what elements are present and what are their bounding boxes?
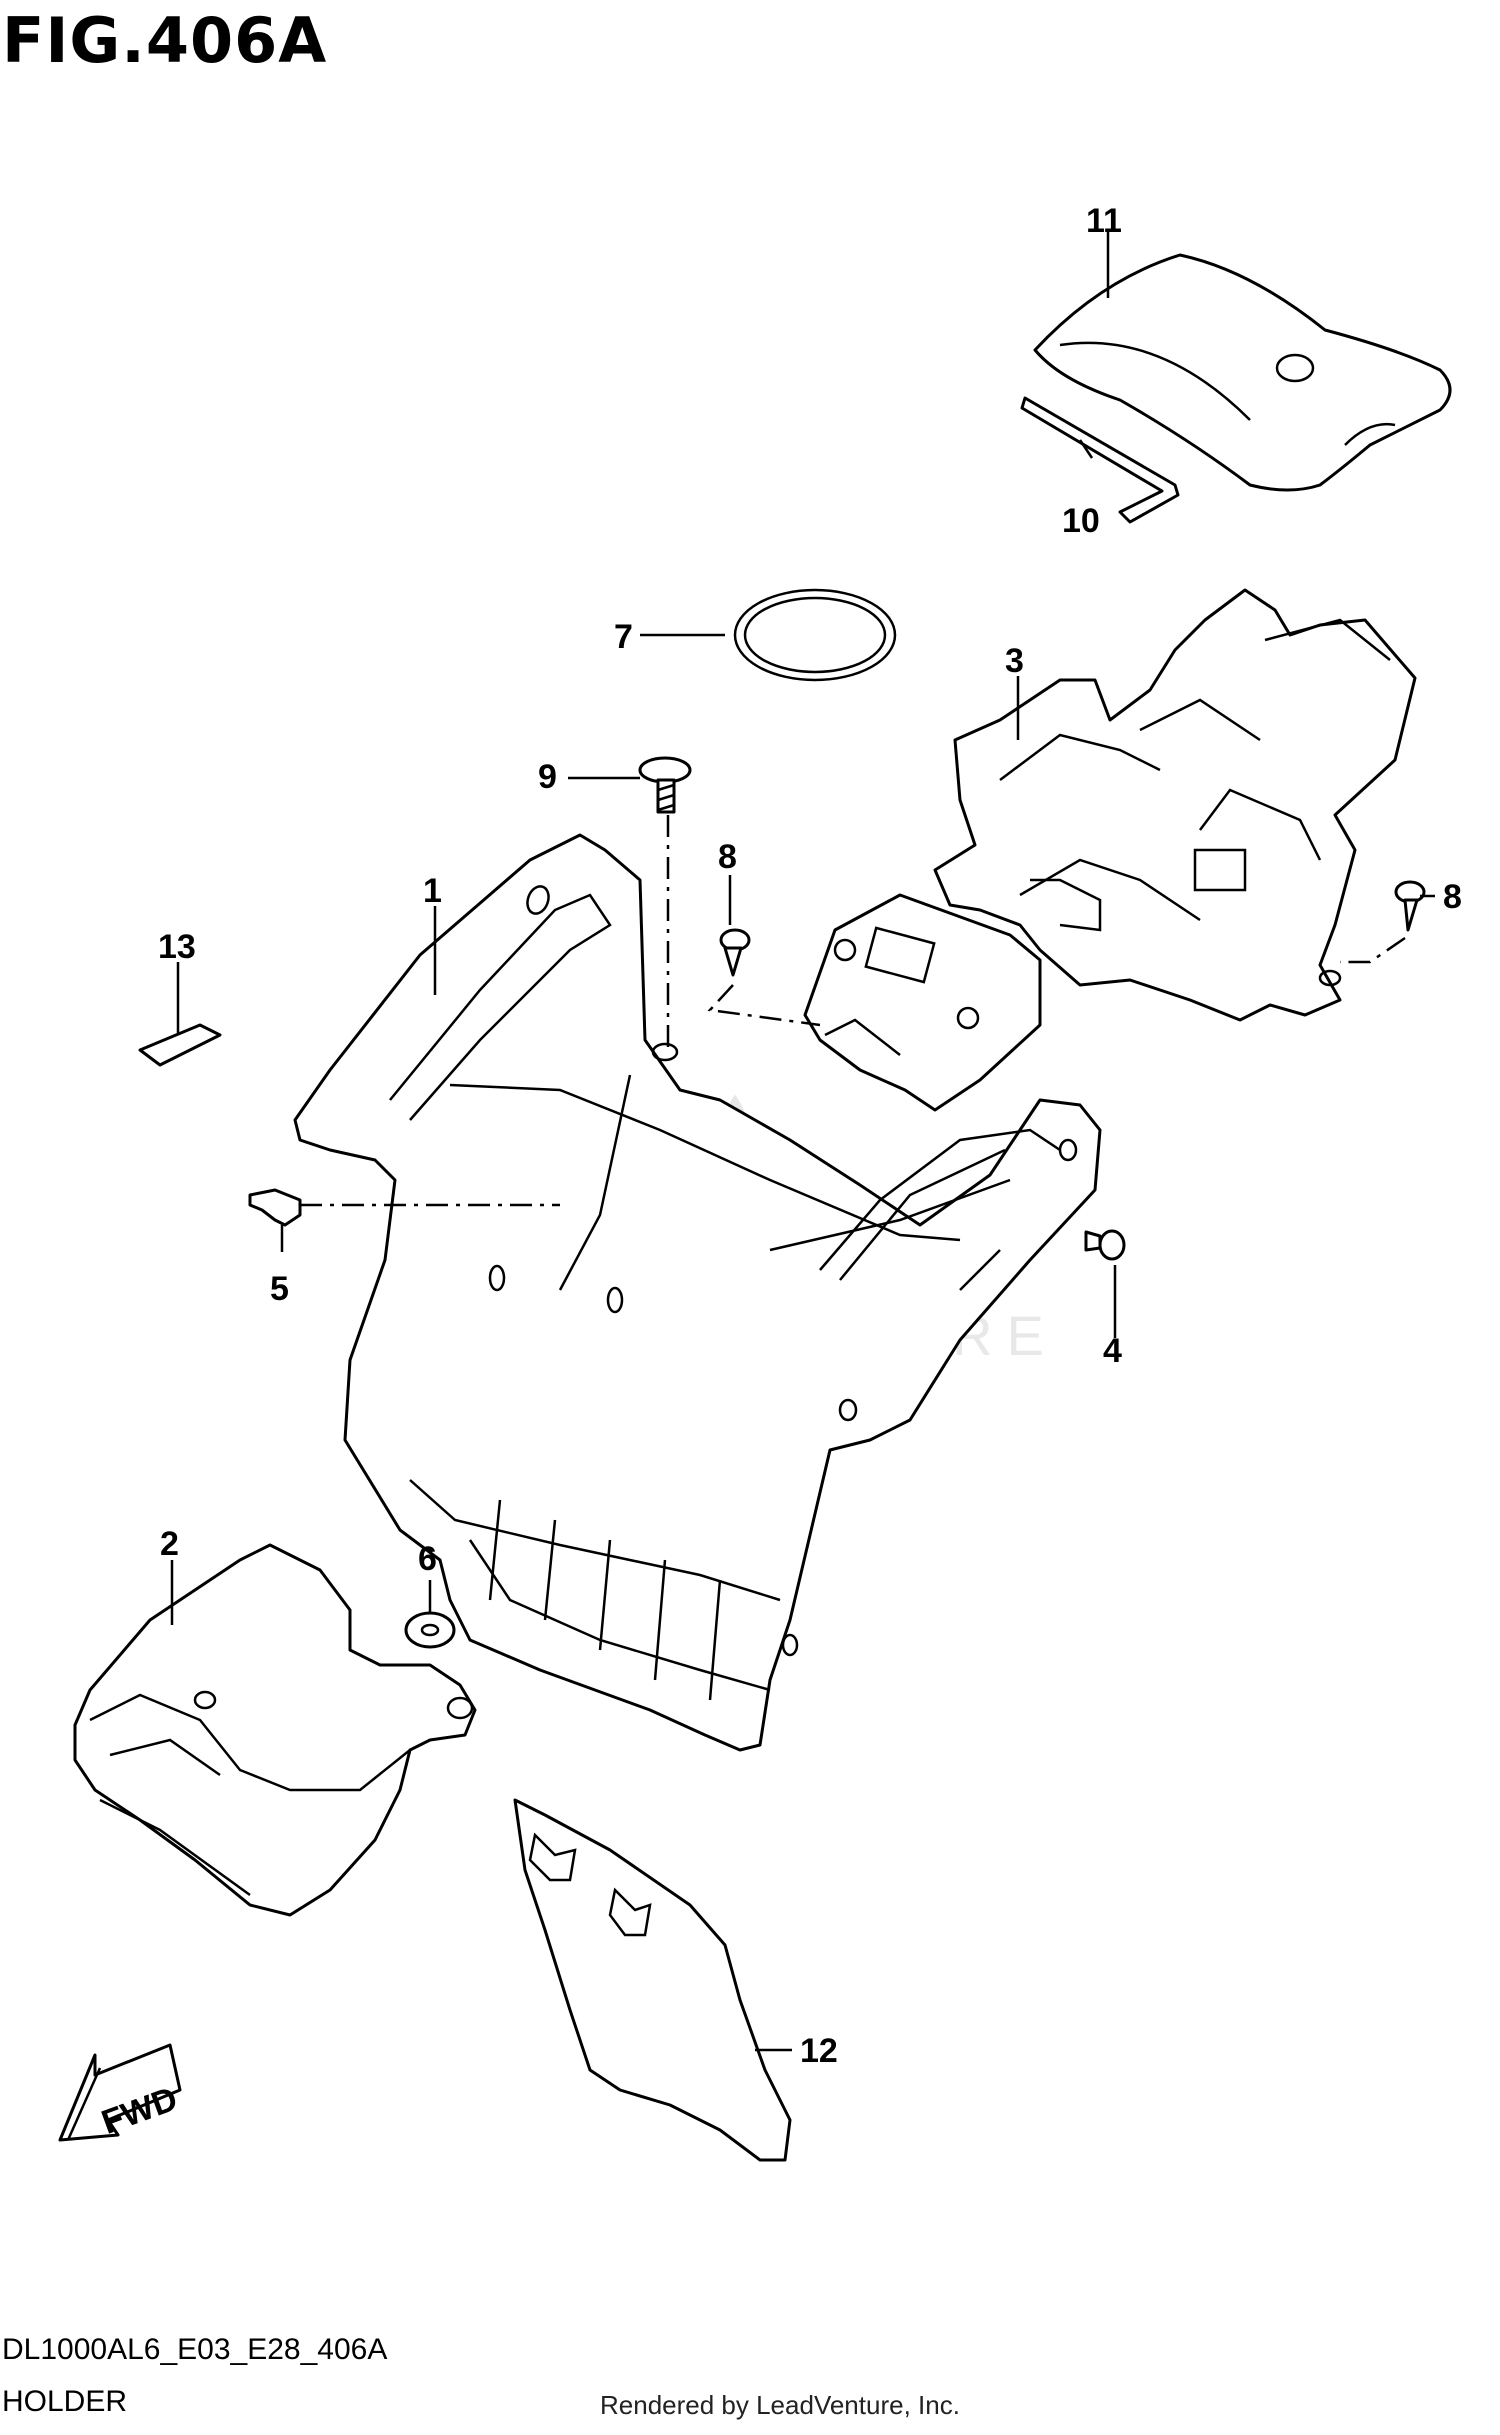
callout-2: 2 <box>160 1525 179 1563</box>
callout-3: 3 <box>1005 642 1024 680</box>
part-6-washer <box>404 1611 456 1649</box>
callout-13: 13 <box>158 928 196 966</box>
callout-7: 7 <box>614 618 633 656</box>
render-credit: Rendered by LeadVenture, Inc. <box>600 2390 960 2420</box>
part-10-hex-wrench <box>1020 396 1180 524</box>
callout-6: 6 <box>418 1540 437 1578</box>
callout-12: 12 <box>800 2032 838 2070</box>
callout-4: 4 <box>1103 1332 1122 1370</box>
part-9-bolt <box>638 756 692 814</box>
figure-title: FIG.406A <box>2 4 328 77</box>
part-3-mount-plate <box>803 893 1042 1112</box>
part-8-screw-left <box>719 928 751 977</box>
part-8-screw-right <box>1394 880 1426 932</box>
callout-1: 1 <box>423 872 442 910</box>
part-4-bolt <box>1084 1229 1126 1261</box>
leader-lines <box>170 232 1435 2052</box>
part-5-clip <box>248 1188 302 1227</box>
part-1-fender-holder <box>293 833 1102 1752</box>
fwd-arrow: FWD <box>58 2043 182 2142</box>
callout-5: 5 <box>270 1270 289 1308</box>
part-3-bracket <box>933 588 1417 1022</box>
part-11-pad <box>1033 253 1452 492</box>
callout-9: 9 <box>538 758 557 796</box>
part-13-pad <box>138 1023 222 1067</box>
part-7-o-ring <box>733 588 897 682</box>
figure-code: DL1000AL6_E03_E28_406A <box>2 2333 388 2366</box>
callout-10: 10 <box>1062 502 1100 540</box>
part-2-cover <box>73 1543 477 1917</box>
callout-8-right: 8 <box>1443 878 1462 916</box>
callout-8-left: 8 <box>718 838 737 876</box>
part-12-plate <box>513 1798 792 2162</box>
callout-11: 11 <box>1086 202 1122 240</box>
figure-name: HOLDER <box>2 2385 128 2418</box>
callout-labels: 11 10 7 3 9 8 8 1 13 5 4 6 2 12 <box>158 202 1462 2070</box>
